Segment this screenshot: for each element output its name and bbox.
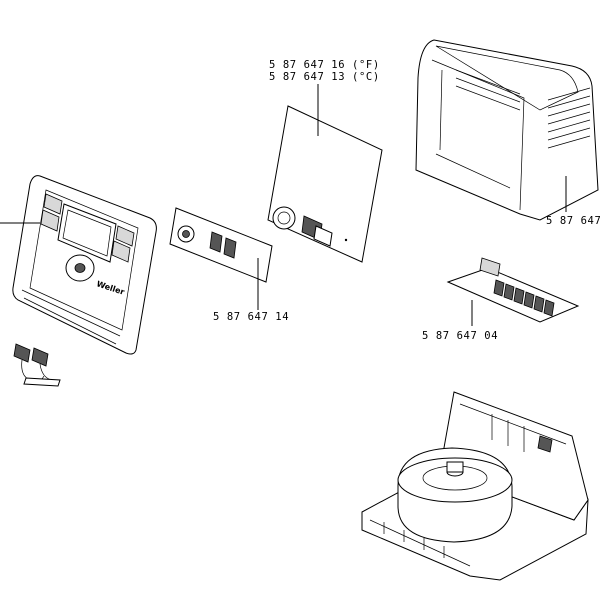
terminal-board: [446, 257, 580, 326]
clip-part: [13, 343, 61, 387]
switch-panel: [169, 207, 273, 310]
terminal-blocks: [493, 279, 555, 317]
label-display-board-c: 5 87 647 13 (°C): [269, 71, 380, 83]
display-board: [267, 84, 383, 263]
front-panel: Weller: [0, 175, 157, 355]
label-display-board-f: 5 87 647 16 (°F): [269, 59, 380, 71]
housing-cover: [415, 39, 599, 221]
housing-vents: [455, 69, 591, 149]
label-housing-cover: 5 87 647: [546, 215, 600, 227]
transformer: [397, 447, 513, 543]
label-terminal-board: 5 87 647 04: [422, 330, 498, 342]
base-unit: [361, 391, 589, 581]
label-switch-panel: 5 87 647 14: [213, 311, 289, 323]
